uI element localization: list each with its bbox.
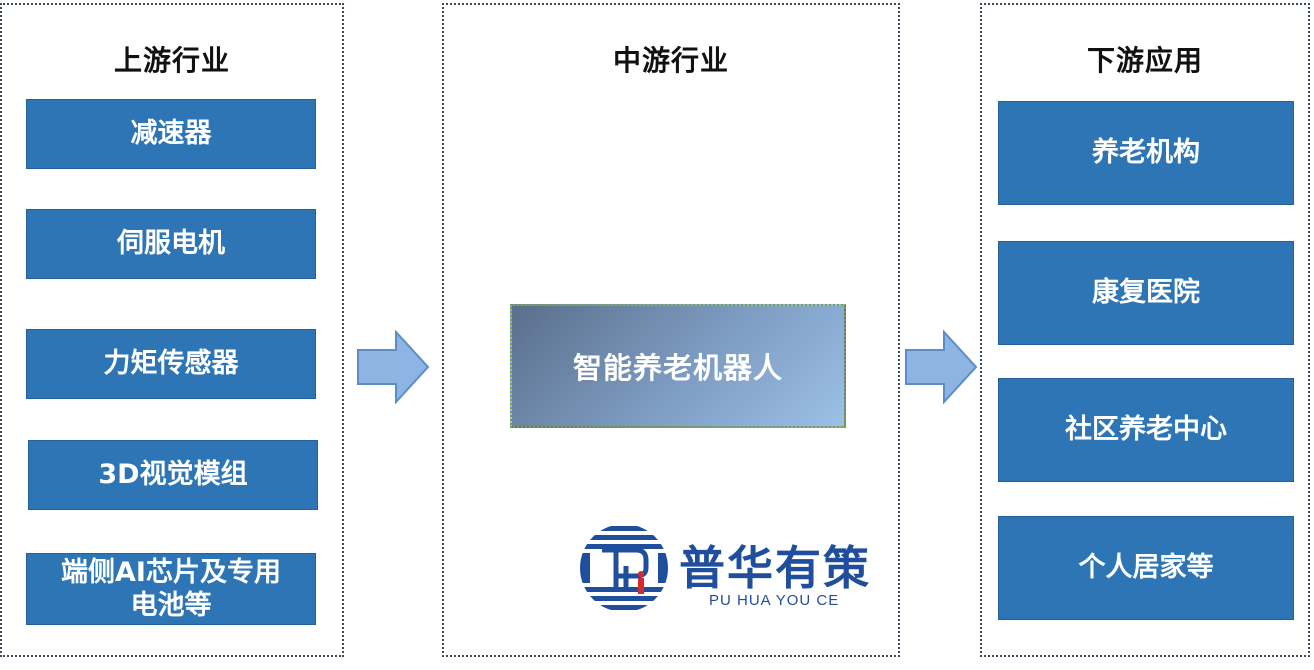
downstream-item-community-center: 社区养老中心 xyxy=(998,378,1294,482)
downstream-item-home: 个人居家等 xyxy=(998,516,1294,620)
right-arrow-icon xyxy=(905,330,978,404)
upstream-item-ai-chip-battery: 端侧AI芯片及专用 电池等 xyxy=(26,553,316,625)
puhua-logo: 普华有策 PU HUA YOU CE xyxy=(576,520,896,616)
upstream-item-3d-vision: 3D视觉模组 xyxy=(28,440,318,510)
downstream-item-rehab-hospital: 康复医院 xyxy=(998,241,1294,345)
upstream-item-servo-motor: 伺服电机 xyxy=(26,209,316,279)
upstream-title: 上游行业 xyxy=(113,44,230,77)
puhua-logo-icon xyxy=(580,524,668,612)
logo-name-en: PU HUA YOU CE xyxy=(709,592,840,609)
upstream-item-reducer: 减速器 xyxy=(26,99,316,169)
upstream-item-torque-sensor: 力矩传感器 xyxy=(26,329,316,399)
right-arrow-icon xyxy=(357,330,430,404)
upstream-panel: 上游行业 减速器 伺服电机 力矩传感器 3D视觉模组 端侧AI芯片及专用 电池等 xyxy=(0,3,344,657)
downstream-panel: 下游应用 养老机构 康复医院 社区养老中心 个人居家等 xyxy=(980,3,1310,657)
upstream-item-ai-chip-line1: 端侧AI芯片及专用 xyxy=(61,557,281,588)
midstream-product: 智能养老机器人 xyxy=(510,304,846,428)
upstream-item-ai-chip-line2: 电池等 xyxy=(130,590,212,621)
downstream-item-elderly-institution: 养老机构 xyxy=(998,101,1294,205)
downstream-title: 下游应用 xyxy=(1086,44,1203,77)
logo-name-cn: 普华有策 xyxy=(679,541,871,595)
midstream-title: 中游行业 xyxy=(612,44,729,77)
